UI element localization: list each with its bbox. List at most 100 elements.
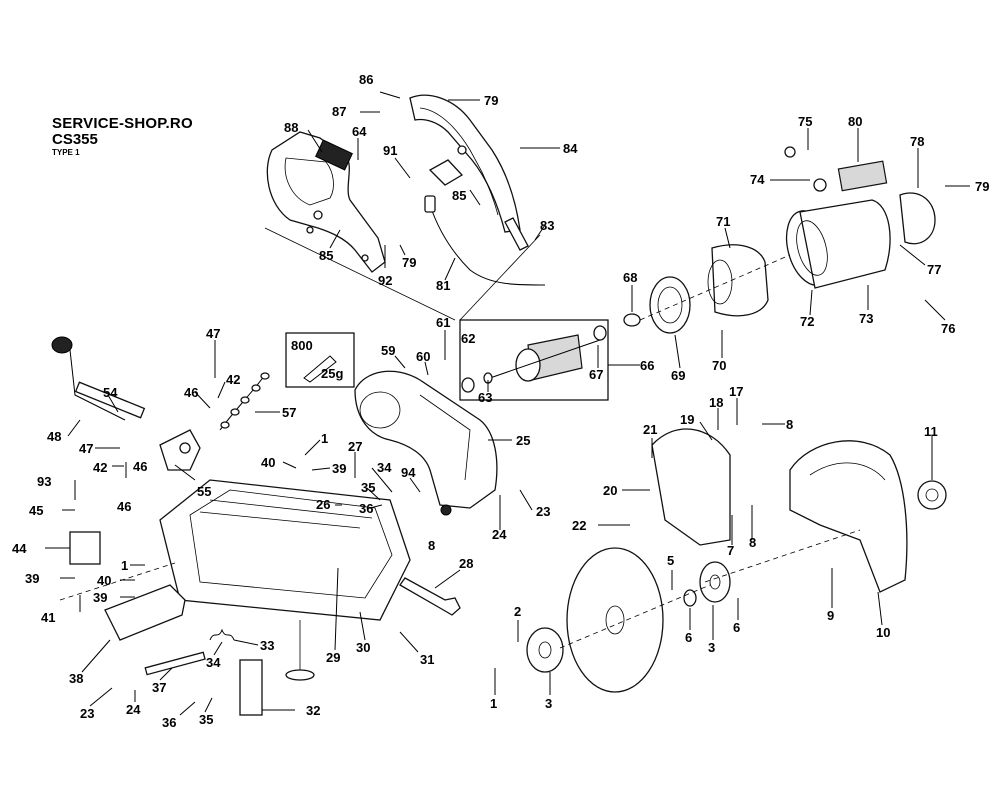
inset-amount: 25g (321, 366, 343, 381)
spring (209, 628, 235, 641)
switch-handle (266, 131, 386, 273)
callout-81: 81 (436, 278, 450, 293)
callout-79: 79 (975, 179, 989, 194)
callout-42: 42 (93, 460, 107, 475)
grease-tube (303, 355, 337, 383)
callout-61: 61 (436, 315, 450, 330)
vise-jaw (104, 584, 186, 641)
title-block: SERVICE-SHOP.RO CS355 TYPE 1 (52, 116, 193, 157)
lower-guard (789, 440, 908, 593)
callout-72: 72 (800, 314, 814, 329)
callout-21: 21 (643, 422, 657, 437)
shop-name: SERVICE-SHOP.RO (52, 115, 193, 132)
callout-1: 1 (321, 431, 328, 446)
callout-30: 30 (356, 640, 370, 655)
callout-27: 27 (348, 439, 362, 454)
pivot-shaft (144, 651, 206, 676)
gear-case (354, 370, 498, 516)
callout-55: 55 (197, 484, 211, 499)
callout-39: 39 (93, 590, 107, 605)
callout-11: 11 (924, 424, 938, 439)
callout-35: 35 (361, 480, 375, 495)
callout-74: 74 (750, 172, 765, 187)
callout-24: 24 (492, 527, 507, 542)
grease-inset-box (285, 332, 355, 388)
inset-code: 800 (291, 338, 313, 353)
callout-59: 59 (381, 343, 395, 358)
power-cord (424, 195, 546, 286)
vise-screw (51, 336, 146, 421)
callout-26: 26 (316, 497, 330, 512)
callout-35: 35 (199, 712, 213, 727)
callout-31: 31 (420, 652, 434, 667)
callout-47: 47 (206, 326, 220, 341)
callout-36: 36 (359, 501, 373, 516)
callout-83: 83 (540, 218, 554, 233)
model-type: TYPE 1 (52, 148, 80, 157)
callout-7: 7 (727, 543, 734, 558)
callout-67: 67 (589, 367, 603, 382)
callout-8: 8 (749, 535, 756, 550)
callout-20: 20 (603, 483, 617, 498)
callout-40: 40 (97, 573, 111, 588)
callout-47: 47 (79, 441, 93, 456)
flanges (526, 561, 731, 673)
callout-9: 9 (827, 608, 834, 623)
abrasive-wheel (566, 547, 664, 693)
callout-19: 19 (680, 412, 694, 427)
callout-6: 6 (733, 620, 740, 635)
callout-1: 1 (121, 558, 128, 573)
callout-2: 2 (514, 604, 521, 619)
callout-3: 3 (708, 640, 715, 655)
callout-54: 54 (103, 385, 118, 400)
callout-5: 5 (667, 553, 674, 568)
callout-60: 60 (416, 349, 430, 364)
callout-80: 80 (848, 114, 862, 129)
callout-63: 63 (478, 390, 492, 405)
callout-39: 39 (332, 461, 346, 476)
callout-85: 85 (319, 248, 333, 263)
callout-labels: 86 87 79 88 64 84 91 85 85 79 92 81 83 7… (12, 72, 989, 730)
callout-79: 79 (402, 255, 416, 270)
callout-8: 8 (428, 538, 435, 553)
vise-plate (69, 531, 101, 565)
motor-housing (784, 146, 936, 289)
wrench (399, 577, 461, 616)
callout-69: 69 (671, 368, 685, 383)
callout-23: 23 (80, 706, 94, 721)
callout-71: 71 (716, 214, 730, 229)
model-number: CS355 (52, 131, 98, 148)
callout-46: 46 (117, 499, 131, 514)
callout-84: 84 (563, 141, 578, 156)
part-drawings (51, 94, 947, 716)
callout-10: 10 (876, 625, 890, 640)
callout-46: 46 (184, 385, 198, 400)
callout-17: 17 (729, 384, 743, 399)
callout-92: 92 (378, 273, 392, 288)
callout-33: 33 (260, 638, 274, 653)
callout-37: 37 (152, 680, 166, 695)
callout-24: 24 (126, 702, 141, 717)
callout-38: 38 (69, 671, 83, 686)
armature-box (459, 319, 609, 401)
callout-75: 75 (798, 114, 812, 129)
callout-64: 64 (352, 124, 367, 139)
callout-86: 86 (359, 72, 373, 87)
callout-34: 34 (377, 460, 392, 475)
callout-70: 70 (712, 358, 726, 373)
callout-42: 42 (226, 372, 240, 387)
callout-66: 66 (640, 358, 654, 373)
callout-3: 3 (545, 696, 552, 711)
callout-36: 36 (162, 715, 176, 730)
callout-29: 29 (326, 650, 340, 665)
callout-57: 57 (282, 405, 296, 420)
spindle-lock (917, 480, 947, 510)
callout-73: 73 (859, 311, 873, 326)
callout-44: 44 (12, 541, 27, 556)
motor-field (623, 244, 769, 334)
callout-68: 68 (623, 270, 637, 285)
callout-78: 78 (910, 134, 924, 149)
callout-34: 34 (206, 655, 221, 670)
callout-18: 18 (709, 395, 723, 410)
